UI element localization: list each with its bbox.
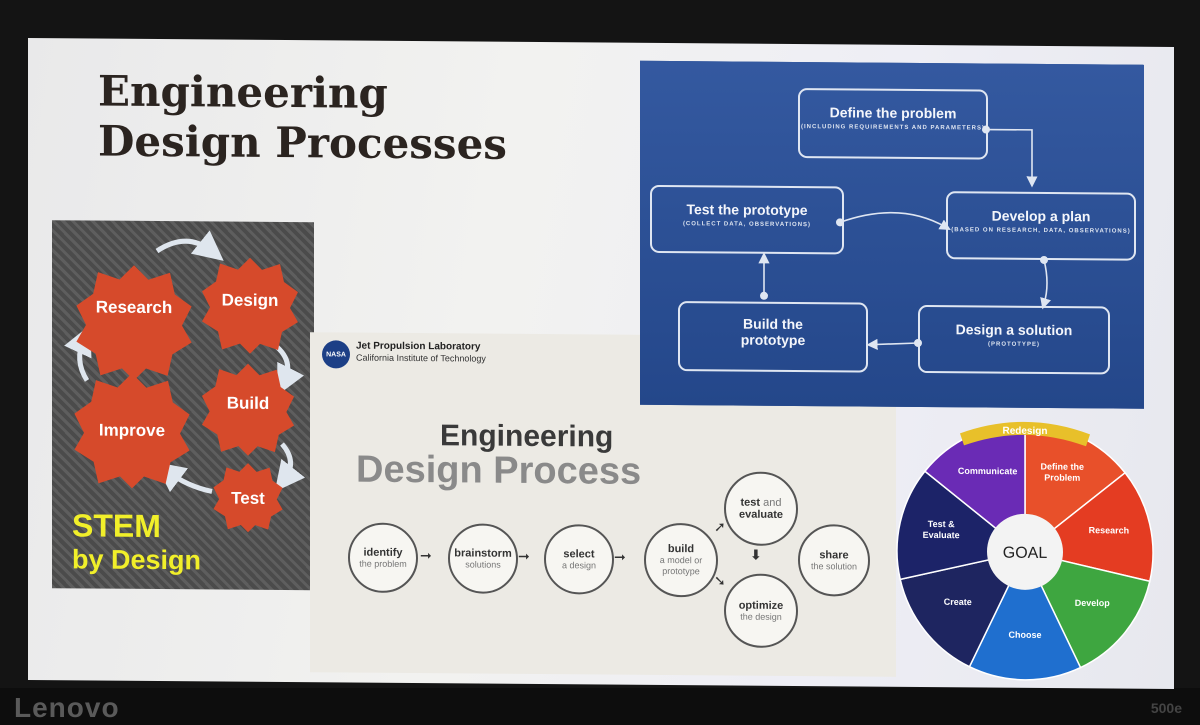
gear-design: Design: [200, 255, 300, 354]
redesign-arc: [960, 421, 1090, 447]
jpl-step-identify: identify the problem: [348, 522, 418, 594]
jpl-step-optimize: optimize the design: [724, 573, 798, 649]
monitor-bezel: [0, 688, 1200, 725]
wheel-center: [987, 513, 1063, 590]
gear-design-label: Design: [221, 290, 279, 310]
bp-test-note: (COLLECT DATA, OBSERVATIONS): [682, 221, 812, 229]
jpl-step-rest: evaluate: [738, 508, 784, 521]
bp-design-solution: Design a solution (PROTOTYPE): [918, 304, 1110, 375]
bp-test-prototype: Test the prototype (COLLECT DATA, OBSERV…: [650, 184, 844, 255]
blueprint-panel: Define the problem (INCLUDING REQUIREMEN…: [640, 60, 1144, 409]
gear-research-label: Research: [95, 297, 173, 318]
blueprint-connectors: [758, 125, 1051, 351]
wheel-segment-label: Research: [1089, 525, 1130, 535]
jpl-step-rest: a model or prototype: [659, 554, 703, 577]
wheel-segment: [899, 550, 1027, 668]
jpl-step-verb: share: [819, 548, 849, 561]
stem-title: STEM by Design: [72, 507, 202, 577]
bp-define-note: (INCLUDING REQUIREMENTS AND PARAMETERS): [801, 124, 985, 132]
wheel-segment-label: Choose: [1008, 630, 1041, 640]
gear-test-label: Test: [231, 488, 265, 508]
wheel-segment-label: Create: [944, 597, 972, 607]
presentation-slide: Engineering Design Processes Research De…: [28, 38, 1174, 690]
jpl-step-verb2: and: [763, 496, 782, 509]
redesign-label: Redesign: [1002, 426, 1047, 437]
slide-title: Engineering Design Processes: [98, 67, 507, 170]
wheel-segment-label: Develop: [1075, 598, 1111, 608]
slide-title-line2: Design Processes: [98, 116, 507, 169]
jpl-step-verb: identify: [363, 546, 403, 559]
arrow-up-left-icon: ➘: [714, 573, 726, 590]
gear-research: Research: [74, 262, 194, 381]
wheel-segment: [1023, 550, 1151, 669]
wheel-segment: [968, 550, 1082, 681]
jpl-step-share: share the solution: [798, 524, 870, 597]
arrow-right-icon: ➞: [614, 549, 626, 566]
stem-title-main: STEM: [72, 507, 161, 545]
bp-define-label: Define the problem: [829, 104, 957, 122]
bp-design-label: Design a solution: [955, 321, 1073, 339]
jpl-step-test: test and evaluate: [724, 471, 798, 547]
model-label: 500e: [1150, 700, 1182, 716]
bp-build-label: Build the prototype: [740, 315, 806, 349]
jpl-step-select: select a design: [544, 524, 614, 595]
bp-define-problem: Define the problem (INCLUDING REQUIREMEN…: [798, 88, 988, 160]
jpl-org-sub: California Institute of Technology: [356, 352, 486, 364]
wheel-segment-label: Communicate: [958, 466, 1018, 476]
jpl-title2: Design Process: [356, 448, 642, 493]
stem-panel: Research Design Build Test Improve STEM …: [52, 220, 314, 591]
gear-build: Build: [200, 361, 296, 456]
jpl-step-rest: the design: [740, 611, 782, 622]
bp-design-note: (PROTOTYPE): [988, 341, 1040, 348]
jpl-step-verb: optimize: [738, 599, 784, 612]
brand-logo: Lenovo: [14, 692, 120, 723]
jpl-step-verb: build: [667, 543, 695, 556]
arrow-right-icon: ➞: [420, 548, 432, 565]
bp-test-label: Test the prototype: [686, 201, 808, 219]
arrow-up-right-icon: ➚: [714, 519, 726, 536]
jpl-step-verb: select: [563, 547, 595, 560]
stem-title-sub: by Design: [72, 544, 202, 576]
jpl-step-build: build a model or prototype: [644, 522, 718, 598]
stem-arrows: [64, 230, 306, 494]
jpl-step-verb: test: [740, 496, 761, 509]
jpl-step-brainstorm: brainstorm solutions: [448, 523, 518, 594]
gear-improve-label: Improve: [98, 420, 166, 441]
arrow-down-icon: ⬇: [750, 547, 762, 564]
jpl-step-rest: the solution: [810, 560, 858, 572]
bp-develop-plan: Develop a plan (BASED ON RESEARCH, DATA,…: [946, 191, 1136, 261]
bp-build-prototype: Build the prototype: [678, 301, 868, 373]
jpl-step-rest: solutions: [465, 558, 501, 570]
jpl-step-rest: the problem: [359, 558, 407, 569]
jpl-step-verb: brainstorm: [454, 546, 512, 560]
gear-build-label: Build: [226, 393, 270, 413]
nasa-logo: NASA: [322, 340, 350, 369]
gear-test: Test: [212, 461, 284, 536]
gear-improve: Improve: [72, 370, 192, 491]
jpl-org: Jet Propulsion Laboratory: [356, 340, 481, 353]
bp-plan-note: (BASED ON RESEARCH, DATA, OBSERVATIONS): [951, 227, 1131, 235]
jpl-step-rest: a design: [561, 559, 597, 570]
wheel-center-label: GOAL: [1003, 545, 1048, 562]
wheel-segment-label: Test &Evaluate: [923, 519, 960, 540]
slide-title-line1: Engineering: [98, 66, 388, 118]
arrow-right-icon: ➞: [518, 548, 530, 565]
bp-plan-label: Develop a plan: [991, 207, 1091, 225]
